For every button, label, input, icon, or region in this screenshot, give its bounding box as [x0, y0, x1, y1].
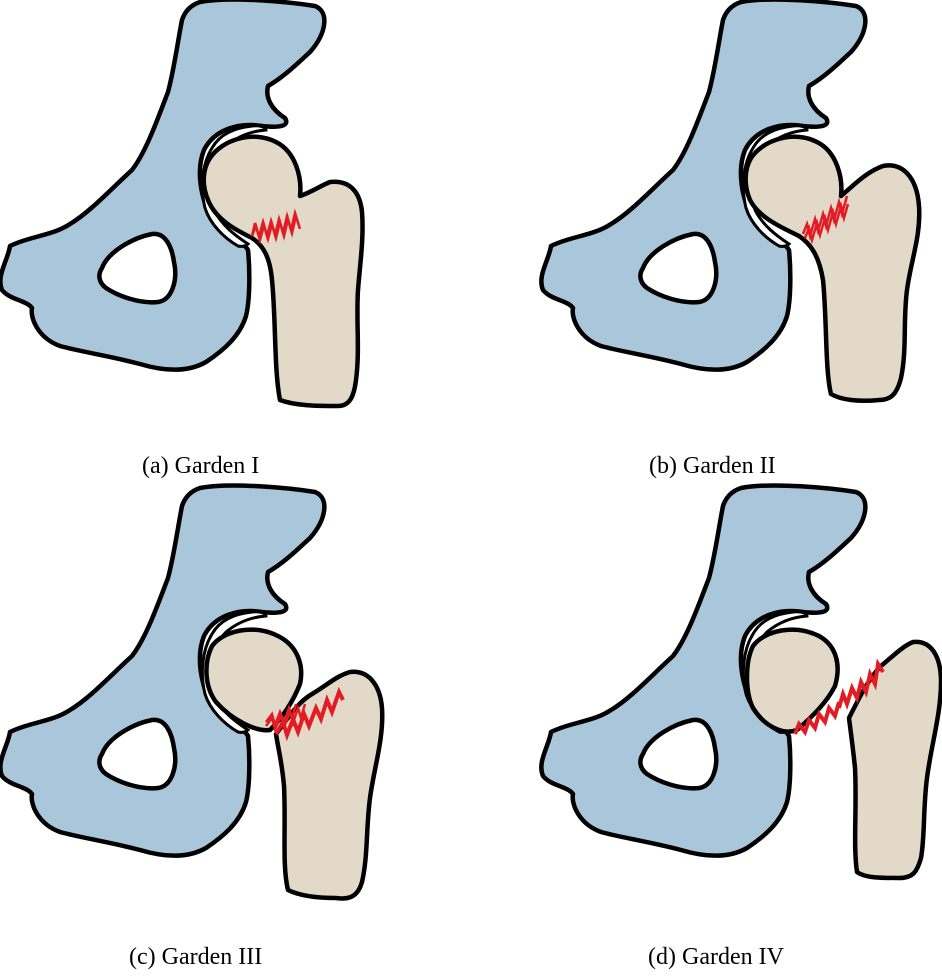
- panel-a: (a) Garden I: [0, 0, 471, 490]
- caption-b: (b) Garden II: [649, 453, 776, 480]
- panel-b: (b) Garden II: [541, 0, 942, 490]
- panel-c: (c) Garden III: [0, 486, 471, 979]
- panel-d: (d) Garden IV: [541, 486, 942, 979]
- hip-diagram-b: [541, 0, 942, 420]
- caption-c: (c) Garden III: [129, 944, 262, 971]
- caption-d: (d) Garden IV: [648, 944, 784, 971]
- caption-a: (a) Garden I: [142, 453, 259, 480]
- hip-diagram-d: [541, 486, 942, 916]
- hip-diagram-a: [0, 0, 471, 420]
- femoral-head: [747, 630, 838, 732]
- femoral-shaft: [849, 642, 941, 878]
- hip-diagram-c: [0, 486, 471, 916]
